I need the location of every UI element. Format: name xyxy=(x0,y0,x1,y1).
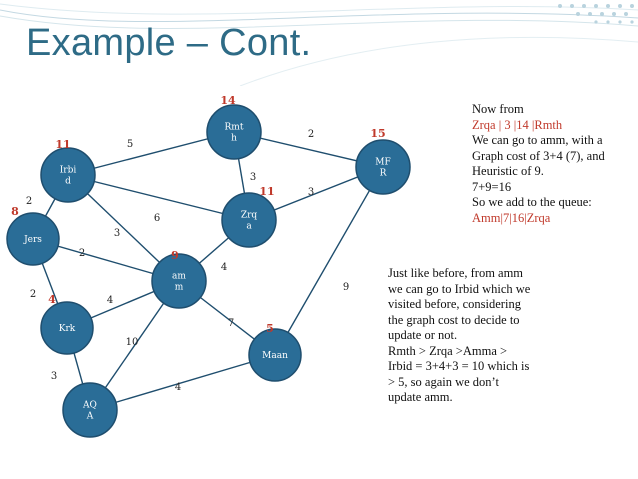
slide-title: Example – Cont. xyxy=(26,22,312,64)
node-label-aqa: A xyxy=(86,412,94,422)
edge-weight-krk-aqa: 3 xyxy=(51,371,57,382)
explanation-line: Rmth > Zrqa >Amma > xyxy=(388,343,508,358)
explanation-line: Irbid = 3+4+3 = 10 which is xyxy=(388,359,530,373)
node-rmth: Rmth xyxy=(206,104,262,160)
explanation-line: Now from xyxy=(472,102,524,116)
node-label-mfr: MF xyxy=(375,158,390,168)
node-circle-maan xyxy=(248,328,302,382)
node-circle-rmth xyxy=(206,104,262,160)
edge-weight-zrqa-amm: 4 xyxy=(221,262,227,273)
node-irbid: Irbid xyxy=(40,147,96,203)
node-label-zrqa: a xyxy=(246,222,252,232)
queue-entry-added: Amm|7|16|Zrqa xyxy=(472,210,551,225)
explanation-line: Just like before, from amm xyxy=(388,266,524,280)
node-label-rmth: Rmt xyxy=(225,123,244,133)
explanation-line: we can go to Irbid which we xyxy=(388,281,531,296)
explanation-line: 7+9=16 xyxy=(472,179,512,194)
node-circle-mfr xyxy=(355,139,411,195)
heuristic-rmth: 14 xyxy=(220,94,236,107)
edge-weight-irbid-zrqa: 6 xyxy=(154,213,160,224)
edge-weight-aqa-maan: 4 xyxy=(175,382,181,393)
node-label-rmth: h xyxy=(231,134,237,144)
edge-irbid-zrqa xyxy=(67,174,250,221)
node-label-jers: Jers xyxy=(23,235,42,245)
edge-weight-jers-krk: 2 xyxy=(30,289,36,300)
explanation-line: Graph cost of 3+4 (7), and xyxy=(472,148,605,163)
node-circle-irbid xyxy=(40,147,96,203)
edge-weight-rmth-mfr: 2 xyxy=(308,129,314,140)
node-circle-krk xyxy=(40,301,94,355)
node-label-amm: am xyxy=(172,272,186,282)
weights-layer: 5 2 3 6 3 2 3 2 4 2 4 7 9 10 3 4 xyxy=(26,129,349,393)
heuristic-zrqa: 11 xyxy=(259,185,274,198)
node-circle-zrqa xyxy=(221,192,277,248)
node-label-amm: m xyxy=(175,283,184,293)
edge-weight-krk-amm: 4 xyxy=(107,295,113,306)
edge-weight-irbid-rmth: 5 xyxy=(127,139,133,150)
edge-weight-jers-irbid: 2 xyxy=(26,196,32,207)
explanation-line: update or not. xyxy=(388,328,458,342)
explanation-line: Heuristic of 9. xyxy=(472,164,544,178)
node-circle-jers xyxy=(6,212,60,266)
node-label-aqa: AQ xyxy=(82,401,97,411)
edge-irbid-rmth xyxy=(67,131,235,176)
dot-pattern xyxy=(558,4,634,24)
edge-weight-mfr-maan: 9 xyxy=(343,282,349,293)
edge-mfr-maan xyxy=(274,166,384,356)
edge-weight-irbid-amm: 3 xyxy=(114,228,120,239)
node-amm: amm xyxy=(151,253,207,309)
explanation-line: the graph cost to decide to xyxy=(388,312,520,327)
decorative-header-swoosh xyxy=(0,3,638,86)
explanation-line: > 5, so again we don’t xyxy=(388,374,499,389)
explanation-line: So we add to the queue: xyxy=(472,195,592,209)
explanation-bottom: Just like before, from amm we can go to … xyxy=(388,266,530,406)
explanation-line: We can go to amm, with a xyxy=(472,133,603,147)
node-krk: Krk xyxy=(40,301,94,355)
node-label-maan: Maan xyxy=(262,351,288,361)
edge-weight-amm-aqa: 10 xyxy=(126,337,139,348)
edge-weight-jers-amm: 2 xyxy=(79,248,85,259)
node-circle-aqa xyxy=(62,382,118,438)
edge-weight-rmth-zrqa: 3 xyxy=(250,172,256,183)
edge-aqa-maan xyxy=(89,354,276,411)
heuristics-layer: 14 11 15 11 8 9 4 5 xyxy=(11,94,385,335)
node-aqa: AQA xyxy=(62,382,118,438)
heuristic-amm: 9 xyxy=(171,249,179,262)
node-zrqa: Zrqa xyxy=(221,192,277,248)
queue-entry-current: Zrqa | 3 |14 |Rmth xyxy=(472,117,563,132)
node-circle-amm xyxy=(151,253,207,309)
explanation-top: Now from Zrqa | 3 |14 |Rmth We can go to… xyxy=(472,102,605,226)
node-label-mfr: R xyxy=(380,169,387,179)
edge-weight-amm-maan: 7 xyxy=(228,318,234,329)
heuristic-mfr: 15 xyxy=(370,127,385,140)
node-label-irbid: d xyxy=(65,177,71,187)
explanation-line: visited before, considering xyxy=(388,297,521,311)
explanation-line: update amm. xyxy=(388,390,453,404)
edge-weight-zrqa-mfr: 3 xyxy=(308,187,314,198)
node-maan: Maan xyxy=(248,328,302,382)
node-jers: Jers xyxy=(6,212,60,266)
node-label-zrqa: Zrq xyxy=(241,211,258,221)
heuristic-maan: 5 xyxy=(266,322,274,335)
heuristic-irbid: 11 xyxy=(55,138,70,151)
node-mfr: MFR xyxy=(355,139,411,195)
node-label-irbid: Irbi xyxy=(60,166,77,176)
heuristic-jers: 8 xyxy=(11,205,19,218)
node-label-krk: Krk xyxy=(59,324,76,334)
heuristic-krk: 4 xyxy=(48,293,56,306)
